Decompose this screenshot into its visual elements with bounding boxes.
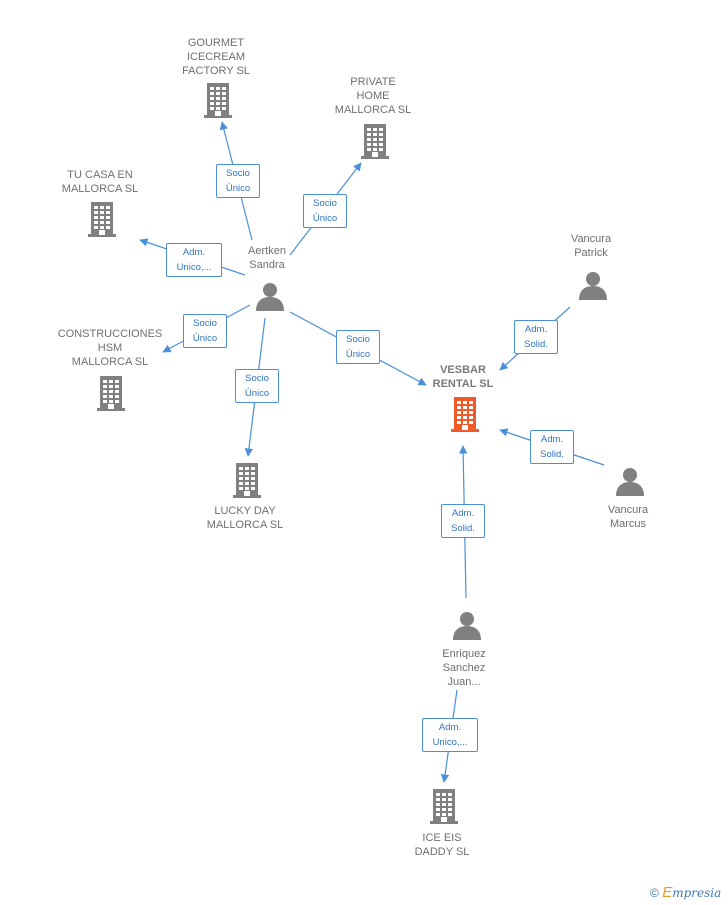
person-icon-aertken[interactable] bbox=[255, 281, 285, 316]
node-label-vancuram[interactable]: Vancura Marcus bbox=[607, 504, 649, 530]
node-label-vesbar[interactable]: VESBAR RENTAL SL bbox=[432, 364, 494, 390]
building-icon-iceeis[interactable] bbox=[429, 788, 459, 829]
edge-label-aertken-to-private[interactable]: Socio Único bbox=[303, 194, 347, 228]
building-icon-tucasa[interactable] bbox=[87, 201, 117, 242]
person-icon-vancuram[interactable] bbox=[615, 466, 645, 501]
node-label-aertken[interactable]: Aertken Sandra bbox=[248, 245, 286, 271]
building-icon-vesbar[interactable] bbox=[450, 396, 480, 437]
person-icon-vancurap[interactable] bbox=[578, 270, 608, 305]
building-icon-gourmet[interactable] bbox=[203, 82, 233, 123]
node-label-luckyday[interactable]: LUCKY DAY MALLORCA SL bbox=[206, 505, 284, 531]
edge-label-vancurap-to-vesbar[interactable]: Adm. Solid. bbox=[514, 320, 558, 354]
empresia-logo: © Empresia bbox=[650, 884, 721, 901]
node-label-iceeis[interactable]: ICE EIS DADDY SL bbox=[414, 832, 470, 858]
node-label-vancurap[interactable]: Vancura Patrick bbox=[570, 233, 612, 259]
building-icon-private[interactable] bbox=[360, 123, 390, 164]
building-icon-luckyday[interactable] bbox=[232, 462, 262, 503]
copyright-symbol: © bbox=[650, 886, 659, 900]
building-icon-construcciones[interactable] bbox=[96, 375, 126, 416]
edge-label-aertken-to-vesbar[interactable]: Socio Único bbox=[336, 330, 380, 364]
node-label-construcciones[interactable]: CONSTRUCCIONES HSM MALLORCA SL bbox=[57, 328, 163, 368]
edge-label-enriquez-to-iceeis[interactable]: Adm. Unico,... bbox=[422, 718, 478, 752]
node-label-tucasa[interactable]: TU CASA EN MALLORCA SL bbox=[61, 169, 139, 195]
edge-label-aertken-to-gourmet[interactable]: Socio Único bbox=[216, 164, 260, 198]
edge-label-aertken-to-tucasa[interactable]: Adm. Unico,... bbox=[166, 243, 222, 277]
node-label-private[interactable]: PRIVATE HOME MALLORCA SL bbox=[334, 76, 412, 116]
brand-initial: E bbox=[662, 884, 673, 901]
node-label-enriquez[interactable]: Enriquez Sanchez Juan... bbox=[442, 648, 486, 688]
brand-name: mpresia bbox=[672, 886, 722, 900]
edge-label-vancuram-to-vesbar[interactable]: Adm. Solid. bbox=[530, 430, 574, 464]
edge-label-enriquez-to-vesbar[interactable]: Adm. Solid. bbox=[441, 504, 485, 538]
person-icon-enriquez[interactable] bbox=[452, 610, 482, 645]
node-label-gourmet[interactable]: GOURMET ICECREAM FACTORY SL bbox=[182, 37, 250, 77]
edge-label-aertken-to-construcciones[interactable]: Socio Único bbox=[183, 314, 227, 348]
edge-label-aertken-to-luckyday[interactable]: Socio Único bbox=[235, 369, 279, 403]
